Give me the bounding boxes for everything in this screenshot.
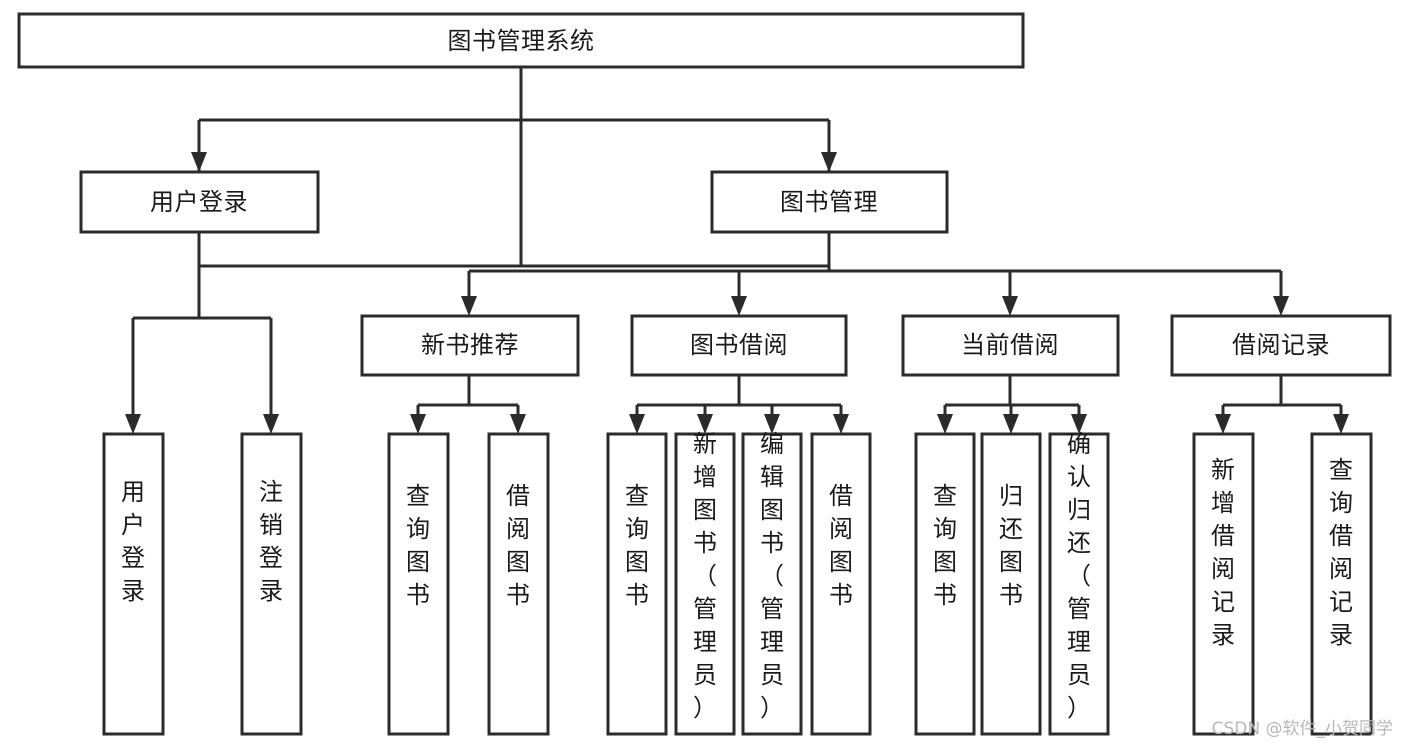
- leaf-query-book-3-box[interactable]: [914, 432, 976, 736]
- leaf-query-book-1-box[interactable]: [387, 432, 450, 736]
- arrow-bb-leaf3: [764, 414, 780, 434]
- leaf-borrow-book-1-box[interactable]: [487, 432, 550, 736]
- arrow-cb-leaf2: [1003, 414, 1019, 434]
- leaf-borrow-book-1-label: 借阅图书: [506, 482, 530, 609]
- arrow-cb-leaf1: [937, 414, 953, 434]
- arrow-cb-leaf3: [1071, 414, 1087, 434]
- node-new-book-recommend[interactable]: 新书推荐: [360, 314, 580, 377]
- leaf-return-book-box[interactable]: [980, 432, 1042, 736]
- leaf-user-login[interactable]: 用户登录: [102, 432, 165, 736]
- leaf-borrow-book-2-label: 借阅图书: [829, 482, 853, 609]
- node-system[interactable]: 图书管理系统: [17, 12, 1025, 69]
- arrow-nb-leaf1: [410, 414, 426, 434]
- leaf-confirm-return[interactable]: 确认归还（管理员）: [1048, 430, 1110, 736]
- node-user-login[interactable]: 用户登录: [79, 170, 320, 234]
- leaf-edit-book-box[interactable]: [741, 432, 803, 736]
- arrow-leaf-user-login: [125, 414, 141, 434]
- leaf-query-book-2-label: 查询图书: [625, 482, 649, 609]
- leaf-logout-login-label: 注销登录: [259, 478, 283, 605]
- node-borrow-record-box[interactable]: [1170, 314, 1392, 377]
- leaf-add-book[interactable]: 新增图书（管理员）: [674, 430, 736, 736]
- leaf-edit-book-label: 编辑图书（管理员）: [760, 430, 784, 722]
- leaf-query-borrow-record[interactable]: 查询借阅记录: [1310, 432, 1373, 736]
- leaf-logout-login[interactable]: 注销登录: [240, 432, 303, 736]
- leaf-return-book[interactable]: 归还图书: [980, 432, 1042, 736]
- arrow-bb-leaf4: [833, 414, 849, 434]
- leaf-edit-book[interactable]: 编辑图书（管理员）: [741, 430, 803, 736]
- node-system-box[interactable]: [17, 12, 1025, 69]
- leaf-query-borrow-record-label: 查询借阅记录: [1329, 456, 1353, 649]
- node-current-borrow-label: 当前借阅: [961, 331, 1059, 359]
- node-book-borrow-box[interactable]: [630, 314, 848, 377]
- arrow-book-manage: [821, 152, 837, 172]
- leaf-query-book-1[interactable]: 查询图书: [387, 432, 450, 736]
- leaf-confirm-return-box[interactable]: [1048, 432, 1110, 736]
- arrow-bb-leaf2: [697, 414, 713, 434]
- arrow-br-leaf2: [1333, 414, 1349, 434]
- arrow-book-borrow: [731, 296, 747, 316]
- node-current-borrow-box[interactable]: [901, 314, 1120, 377]
- node-user-login-box[interactable]: [79, 170, 320, 234]
- leaf-query-book-2[interactable]: 查询图书: [606, 432, 668, 736]
- arrow-br-leaf1: [1215, 414, 1231, 434]
- arrow-borrow-record: [1273, 296, 1289, 316]
- leaf-user-login-label: 用户登录: [121, 478, 145, 605]
- arrow-new-book: [461, 296, 477, 316]
- arrow-nb-leaf2: [510, 414, 526, 434]
- leaf-add-book-label: 新增图书（管理员）: [693, 430, 717, 722]
- node-borrow-record-label: 借阅记录: [1232, 331, 1330, 359]
- connector-layer: [197, 67, 831, 268]
- node-book-manage[interactable]: 图书管理: [710, 170, 949, 234]
- leaf-add-borrow-record-box[interactable]: [1192, 432, 1255, 736]
- leaf-query-book-2-box[interactable]: [606, 432, 668, 736]
- leaf-query-book-3[interactable]: 查询图书: [914, 432, 976, 736]
- node-borrow-record[interactable]: 借阅记录: [1170, 314, 1392, 377]
- arrow-leaf-logout: [263, 414, 279, 434]
- node-book-borrow-label: 图书借阅: [690, 331, 788, 359]
- node-book-borrow[interactable]: 图书借阅: [630, 314, 848, 377]
- node-user-login-label: 用户登录: [150, 188, 248, 216]
- leaf-add-borrow-record[interactable]: 新增借阅记录: [1192, 432, 1255, 736]
- node-new-book-recommend-label: 新书推荐: [421, 331, 519, 359]
- leaf-add-borrow-record-label: 新增借阅记录: [1211, 456, 1235, 649]
- leaf-borrow-book-1[interactable]: 借阅图书: [487, 432, 550, 736]
- leaf-user-login-box[interactable]: [102, 432, 165, 736]
- leaf-query-book-3-label: 查询图书: [933, 482, 957, 609]
- node-current-borrow[interactable]: 当前借阅: [901, 314, 1120, 377]
- arrow-bb-leaf1: [629, 414, 645, 434]
- node-book-manage-box[interactable]: [710, 170, 949, 234]
- arrow-current-borrow: [1002, 296, 1018, 316]
- leaf-query-borrow-record-box[interactable]: [1310, 432, 1373, 736]
- leaf-confirm-return-label: 确认归还（管理员）: [1067, 430, 1091, 722]
- node-book-manage-label: 图书管理: [780, 188, 878, 216]
- leaf-borrow-book-2[interactable]: 借阅图书: [810, 432, 872, 736]
- arrow-user-login: [191, 152, 207, 172]
- node-system-label: 图书管理系统: [448, 27, 595, 55]
- leaf-return-book-label: 归还图书: [999, 482, 1023, 609]
- leaf-logout-login-box[interactable]: [240, 432, 303, 736]
- node-new-book-recommend-box[interactable]: [360, 314, 580, 377]
- leaf-add-book-box[interactable]: [674, 432, 736, 736]
- leaf-query-book-1-label: 查询图书: [406, 482, 430, 609]
- leaf-borrow-book-2-box[interactable]: [810, 432, 872, 736]
